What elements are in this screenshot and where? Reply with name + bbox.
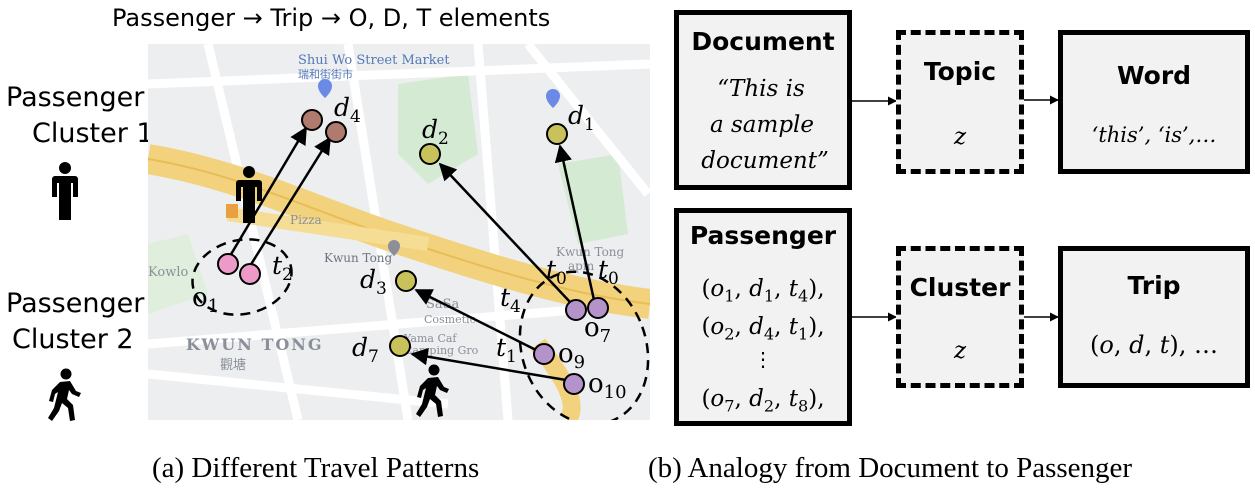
node-d1	[546, 123, 568, 145]
cluster-box-title: Cluster	[909, 273, 1011, 302]
label-d1: d1	[568, 101, 595, 135]
node-d4-a	[301, 109, 323, 131]
label-t0-b: t0	[598, 255, 619, 289]
passenger-box: Passenger (o1, d1, t4), (o2, d4, t1), ⋮ …	[674, 208, 852, 426]
passenger-vdots: ⋮	[753, 347, 773, 371]
topic-box-var: z	[953, 124, 967, 150]
trip-arrow-o1-d4a	[228, 126, 308, 257]
label-o7: o7	[584, 313, 611, 347]
trip-box: Trip (o, d, t), …	[1058, 246, 1250, 388]
map-shop-icon	[226, 204, 238, 218]
trip-box-title: Trip	[1127, 271, 1181, 300]
standing-person-icon	[52, 162, 78, 220]
map-label-kwun-tong-road: Kwun Tong	[324, 251, 393, 265]
map-label-kwun-tong-cn: 觀塘	[220, 357, 246, 373]
trip-arrow-o1-d4b	[248, 136, 332, 267]
trip-box-text: (o, d, t), …	[1089, 331, 1218, 359]
cluster-2-line1: Passenger	[6, 288, 145, 319]
map-label-yama: Yama Caf	[403, 332, 457, 345]
caption-a: (a) Different Travel Patterns	[152, 452, 480, 484]
topic-box: Topic z	[896, 30, 1024, 174]
label-d4: d4	[334, 93, 361, 127]
label-o9: o9	[558, 339, 585, 373]
word-box-text: ‘this’, ‘is’,…	[1091, 123, 1217, 147]
document-box-line1: “This is	[717, 76, 805, 102]
map-secondary-road	[226, 207, 430, 251]
map-label-kwun-tong-2: Kwun Tong	[556, 245, 625, 259]
map-label-shui-wo-cn: 瑞和街街市	[298, 67, 353, 81]
label-d3: d3	[360, 265, 387, 299]
map-park	[148, 234, 208, 314]
word-box-title: Word	[1116, 61, 1192, 90]
map-label-kwun-tong: KWUN TONG	[186, 335, 324, 354]
node-d2	[419, 143, 441, 165]
trip-arrow-o9-d3	[414, 288, 537, 352]
cluster-1-line2: Cluster 1	[32, 118, 154, 149]
document-box-line2: a sample	[709, 112, 815, 138]
cluster-1-origin-region	[191, 238, 293, 316]
map-standing-person-icon	[236, 166, 262, 223]
document-box-line3: document”	[701, 148, 829, 174]
trip-arrow-o7-d2	[438, 162, 571, 303]
node-d7	[389, 335, 411, 357]
node-o10	[563, 373, 585, 395]
label-o10: o10	[588, 369, 627, 403]
cluster-box: Cluster z	[896, 246, 1024, 388]
map-label-pizza: Pizza	[290, 213, 322, 227]
label-t2: t2	[272, 251, 293, 285]
label-o1: o1	[192, 283, 219, 317]
topic-box-title: Topic	[923, 57, 997, 86]
node-o7-b	[587, 297, 609, 319]
cluster-1-label: Passenger Cluster 1	[6, 80, 154, 152]
cluster-box-var: z	[953, 338, 967, 364]
node-o7-a	[565, 299, 587, 321]
trip-arrow-o7-d1	[554, 144, 596, 301]
label-t1: t1	[496, 333, 517, 367]
map-park	[398, 74, 478, 184]
map-label-shui-wo: Shui Wo Street Market	[298, 53, 450, 68]
document-box: Document “This is a sample document”	[674, 10, 852, 190]
walking-person-icon	[48, 368, 81, 421]
passenger-trip-1: (o1, d1, t4),	[701, 276, 825, 306]
map-pin-icon	[318, 79, 560, 256]
document-box-title: Document	[691, 27, 835, 56]
trip-arrow-o10-d7	[410, 347, 567, 382]
label-t0-a: t0	[546, 255, 567, 289]
node-d4-b	[325, 121, 347, 143]
passenger-box-title: Passenger	[689, 221, 837, 250]
passenger-trip-3: (o7, d2, t8),	[701, 386, 825, 416]
figure-header-title: Passenger → Trip → O, D, T elements	[112, 4, 551, 32]
node-o1-a	[217, 253, 239, 275]
caption-b: (b) Analogy from Document to Passenger	[648, 452, 1133, 484]
map-label-kowloon: Kowlo	[148, 265, 188, 280]
word-box: Word ‘this’, ‘is’,…	[1058, 30, 1250, 174]
node-d3	[395, 270, 417, 292]
label-t4: t4	[500, 283, 521, 317]
cluster-2-line2: Cluster 2	[12, 324, 134, 355]
map-label-cosmetic: Cosmetic	[424, 313, 476, 326]
cluster-1-line1: Passenger	[6, 82, 145, 113]
label-d7: d7	[352, 333, 379, 367]
node-o9	[533, 343, 555, 365]
node-o1-b	[239, 263, 261, 285]
travel-pattern-map: Shui Wo Street Market 瑞和街街市 Kowlo Pizza …	[148, 44, 650, 420]
cluster-2-label: Passenger Cluster 2	[6, 286, 144, 358]
passenger-trip-2: (o2, d4, t1),	[701, 314, 825, 344]
map-walking-person-icon	[416, 364, 449, 417]
label-d2: d2	[422, 115, 449, 149]
